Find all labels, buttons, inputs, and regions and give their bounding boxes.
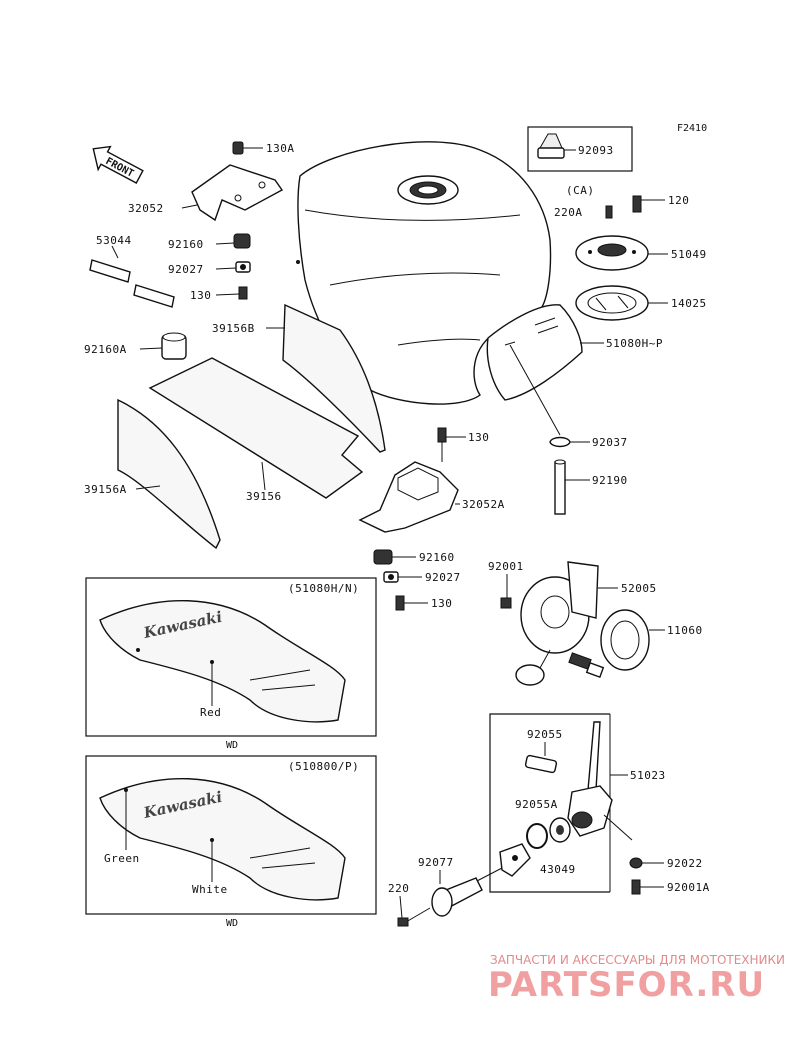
hose-92190: 92190 xyxy=(554,459,628,515)
label-130c: 130 xyxy=(431,597,452,610)
label-92055: 92055 xyxy=(527,728,563,741)
label-39156: 39156 xyxy=(246,490,282,503)
label-39156b: 39156B xyxy=(212,322,255,335)
figure-code: F2410 xyxy=(677,123,707,134)
washer-92022: 92022 xyxy=(629,857,703,870)
pad-39156: 39156 xyxy=(148,357,364,503)
label-92022: 92022 xyxy=(667,857,703,870)
bolt-130: 130 xyxy=(190,286,248,302)
label-92037: 92037 xyxy=(592,436,628,449)
ring-14025: 14025 xyxy=(575,285,707,321)
damper-92160a: 92160A xyxy=(84,332,187,360)
collar-92027: 92027 xyxy=(168,261,251,276)
collar-92027b: 92027 xyxy=(383,571,461,584)
label-53044: 53044 xyxy=(96,234,132,247)
label-52005: 52005 xyxy=(621,582,657,595)
variant-2-note: WD xyxy=(226,918,238,929)
label-130b: 130 xyxy=(468,431,489,444)
label-43049: 43049 xyxy=(540,863,576,876)
label-32052a: 32052A xyxy=(462,498,505,511)
label-220: 220 xyxy=(388,882,409,895)
sender-52005: 52005 xyxy=(515,561,657,686)
front-arrow: FRONT xyxy=(92,145,144,184)
fuel-cock-box: 51023 92055 92055A 43049 xyxy=(489,713,666,893)
variant-2-code: (510800/P) xyxy=(288,760,359,773)
clip-92037: 92037 xyxy=(549,436,628,449)
variant-1-note: WD xyxy=(226,740,238,751)
damper-92160: 92160 xyxy=(168,233,251,251)
variant-box-1: (51080H/N) Kawasaki Red xyxy=(85,577,377,737)
bolt-92001: 92001 xyxy=(488,560,524,609)
tank-cover xyxy=(486,304,583,401)
label-92027: 92027 xyxy=(168,263,204,276)
label-92001a: 92001A xyxy=(667,881,710,894)
breather-leader xyxy=(509,344,561,436)
ca-label: (CA) xyxy=(566,184,595,197)
bracket-32052a: 32052A xyxy=(358,461,505,533)
variant-box-2: (510800/P) Kawasaki Green White xyxy=(85,755,377,915)
variant-1-code: (51080H/N) xyxy=(288,582,359,595)
label-92055a: 92055A xyxy=(515,798,558,811)
cap-51049: 51049 xyxy=(575,235,707,271)
screw-220a: 220A xyxy=(554,205,613,219)
label-92160: 92160 xyxy=(168,238,204,251)
watermark-tagline: ЗАПЧАСТИ И АКСЕССУАРЫ ДЛЯ МОТОТЕХНИКИ xyxy=(490,953,785,967)
label-92077: 92077 xyxy=(418,856,454,869)
label-220a: 220A xyxy=(554,206,583,219)
bolt-130a: 130A xyxy=(232,141,295,155)
variant-2-color-white: White xyxy=(192,883,228,896)
label-92001: 92001 xyxy=(488,560,524,573)
label-120: 120 xyxy=(668,194,689,207)
bolt-92001a: 92001A xyxy=(631,879,710,895)
label-11060: 11060 xyxy=(667,624,703,637)
label-130: 130 xyxy=(190,289,211,302)
cap-92093-box: 92093 (CA) xyxy=(527,126,633,197)
label-39156a: 39156A xyxy=(84,483,127,496)
label-92160a: 92160A xyxy=(84,343,127,356)
label-51023: 51023 xyxy=(630,769,666,782)
bolt-130c: 130 xyxy=(395,595,452,611)
label-51080hp: 51080H~P xyxy=(606,337,663,350)
label-92093: 92093 xyxy=(578,144,614,157)
strip-53044: 53044 xyxy=(89,234,175,308)
lever-92077: 92077 xyxy=(418,843,531,917)
bolt-120: 120 xyxy=(632,194,689,213)
label-130a: 130A xyxy=(266,142,295,155)
label-92160b: 92160 xyxy=(419,551,455,564)
variant-1-color-red: Red xyxy=(200,706,221,719)
label-51049: 51049 xyxy=(671,248,707,261)
label-92027b: 92027 xyxy=(425,571,461,584)
gasket-11060: 11060 xyxy=(600,609,703,671)
bracket-32052: 32052 xyxy=(128,164,284,222)
label-32052: 32052 xyxy=(128,202,164,215)
bolt-130b: 130 xyxy=(437,427,489,462)
label-92190: 92190 xyxy=(592,474,628,487)
label-14025: 14025 xyxy=(671,297,707,310)
variant-2-color-green: Green xyxy=(104,852,140,865)
pad-39156a: 39156A xyxy=(84,398,221,550)
pad-39156b: 39156B xyxy=(212,303,386,453)
damper-92160b: 92160 xyxy=(373,549,455,565)
watermark-logo: PARTSFOR.RU xyxy=(488,965,765,1005)
screw-220: 220 xyxy=(388,882,431,927)
